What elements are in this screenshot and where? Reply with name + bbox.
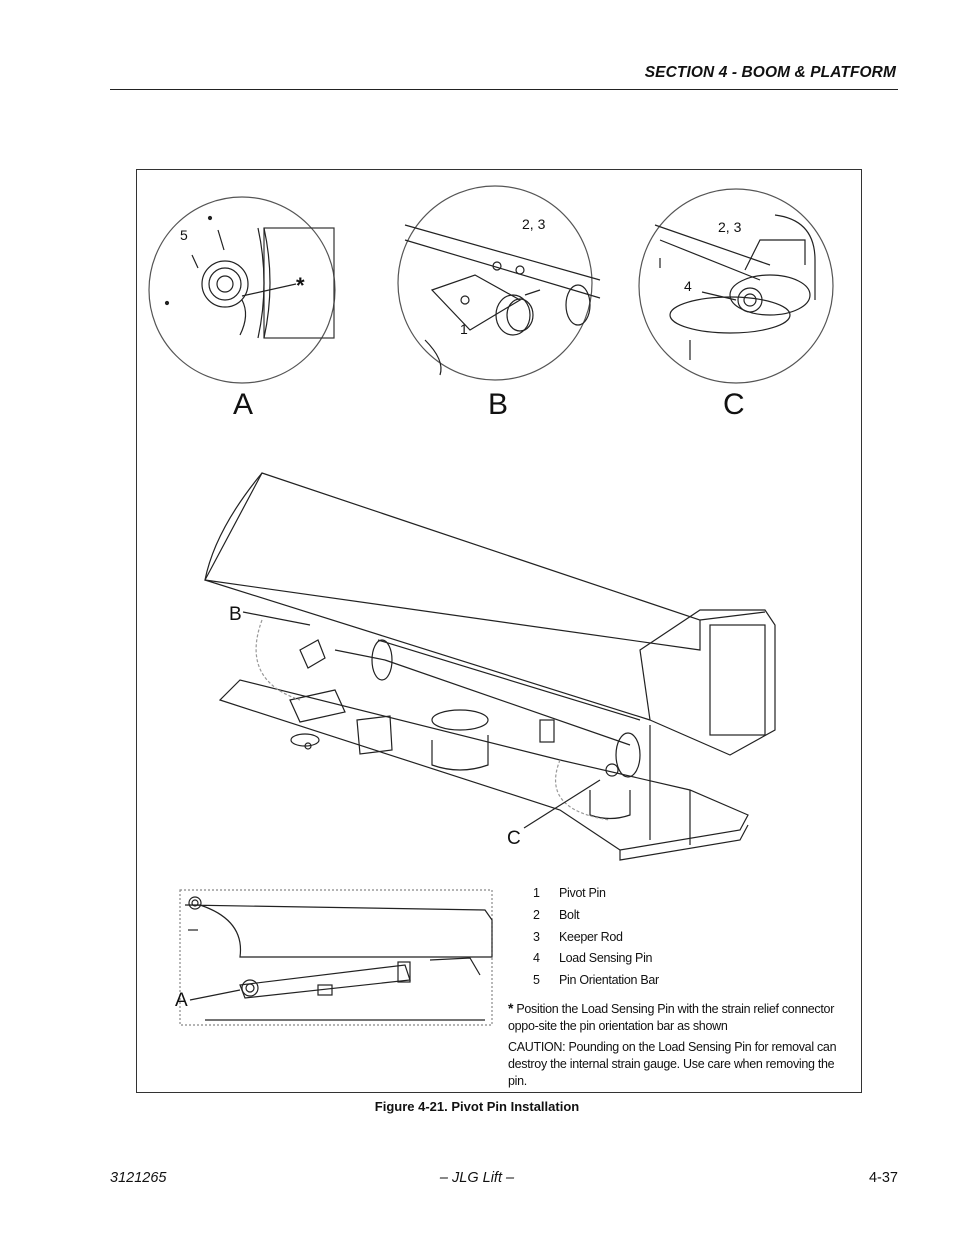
legend-item: 4 Load Sensing Pin [508, 951, 852, 973]
detail-b-callout-1: 1 [460, 321, 468, 337]
legend-label: Pivot Pin [559, 886, 606, 900]
detail-a-asterisk: * [296, 273, 305, 298]
figure-frame [136, 169, 862, 1093]
caution-text: CAUTION: Pounding on the Load Sensing Pi… [508, 1039, 837, 1088]
detail-b-drawing [397, 185, 601, 381]
legend-label: Load Sensing Pin [559, 951, 653, 966]
detail-a-label: A [233, 388, 253, 421]
legend-item: 2 Bolt [508, 908, 852, 930]
footer-brand: – JLG Lift – [439, 1170, 515, 1186]
legend-number: 1 [533, 886, 540, 900]
detail-c-drawing [638, 188, 834, 384]
detail-a-drawing [148, 196, 336, 384]
detail-c-label: C [723, 388, 745, 421]
legend-label: Keeper Rod [559, 929, 623, 944]
main-view-drawing [204, 472, 776, 861]
detail-a-callout-5: 5 [180, 227, 188, 243]
note-text: Position the Load Sensing Pin with the s… [508, 1001, 835, 1033]
note-asterisk: * [508, 999, 514, 1016]
footer-page-number: 4-37 [868, 1170, 898, 1186]
main-callout-c: C [507, 828, 521, 849]
small-view-drawing [179, 889, 493, 1026]
asterisk-note: * Position the Load Sensing Pin with the… [508, 1000, 852, 1035]
legend-number: 3 [533, 929, 540, 944]
legend-item: 3 Keeper Rod [508, 930, 852, 952]
legend-number: 4 [533, 951, 540, 966]
small-view-callout-a: A [175, 990, 188, 1011]
footer-doc-number: 3121265 [110, 1170, 167, 1186]
detail-b-label: B [488, 388, 508, 421]
legend-item: 5 Pin Orientation Bar [508, 973, 852, 995]
legend-label: Pin Orientation Bar [559, 973, 659, 988]
main-callout-b: B [229, 604, 242, 625]
detail-c-callout-23: 2, 3 [718, 219, 742, 235]
detail-c-callout-4: 4 [684, 278, 692, 294]
legend-number: 5 [533, 973, 540, 988]
detail-b-callout-23: 2, 3 [522, 216, 546, 232]
legend-item: 1 Pivot Pin [508, 886, 852, 908]
figure-caption: Figure 4-21. Pivot Pin Installation [374, 1099, 580, 1114]
legend-number: 2 [533, 907, 540, 922]
header-rule [110, 89, 898, 90]
section-title: SECTION 4 - BOOM & PLATFORM [644, 64, 896, 81]
legend-label: Bolt [559, 907, 580, 922]
figure-legend: 1 Pivot Pin 2 Bolt 3 Keeper Rod 4 Load S… [508, 886, 852, 1090]
